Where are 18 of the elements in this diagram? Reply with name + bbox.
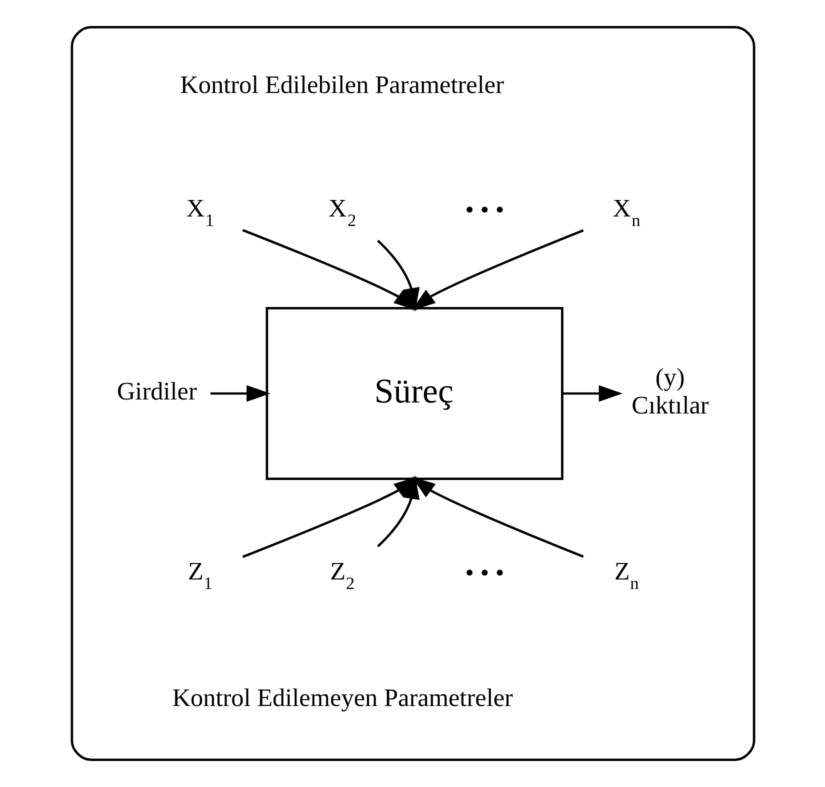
node-text: (y) Cıktılar: [631, 363, 708, 420]
arrow: [411, 229, 584, 310]
node-text: X$_{2}$: [328, 194, 356, 230]
node-box: Süreç: [265, 307, 563, 480]
label: Kontrol Edilemeyen Parametreler: [172, 684, 512, 712]
node-text: Z$_{n}$: [614, 558, 638, 593]
label: • • •: [464, 559, 504, 588]
node-text: X$_{1}$: [186, 194, 214, 230]
label: • • •: [464, 196, 504, 224]
node-text: Z$_{1}$: [188, 558, 212, 593]
arrow: [210, 385, 270, 402]
node-text: Z$_{2}$: [330, 558, 354, 593]
node-text: Girdiler: [116, 378, 196, 406]
cluster: [70, 26, 755, 761]
arrow: [411, 476, 584, 558]
node-text: X$_{n}$: [612, 194, 640, 230]
arrow: [562, 385, 622, 402]
label: Kontrol Edilebilen Parametreler: [180, 71, 504, 100]
